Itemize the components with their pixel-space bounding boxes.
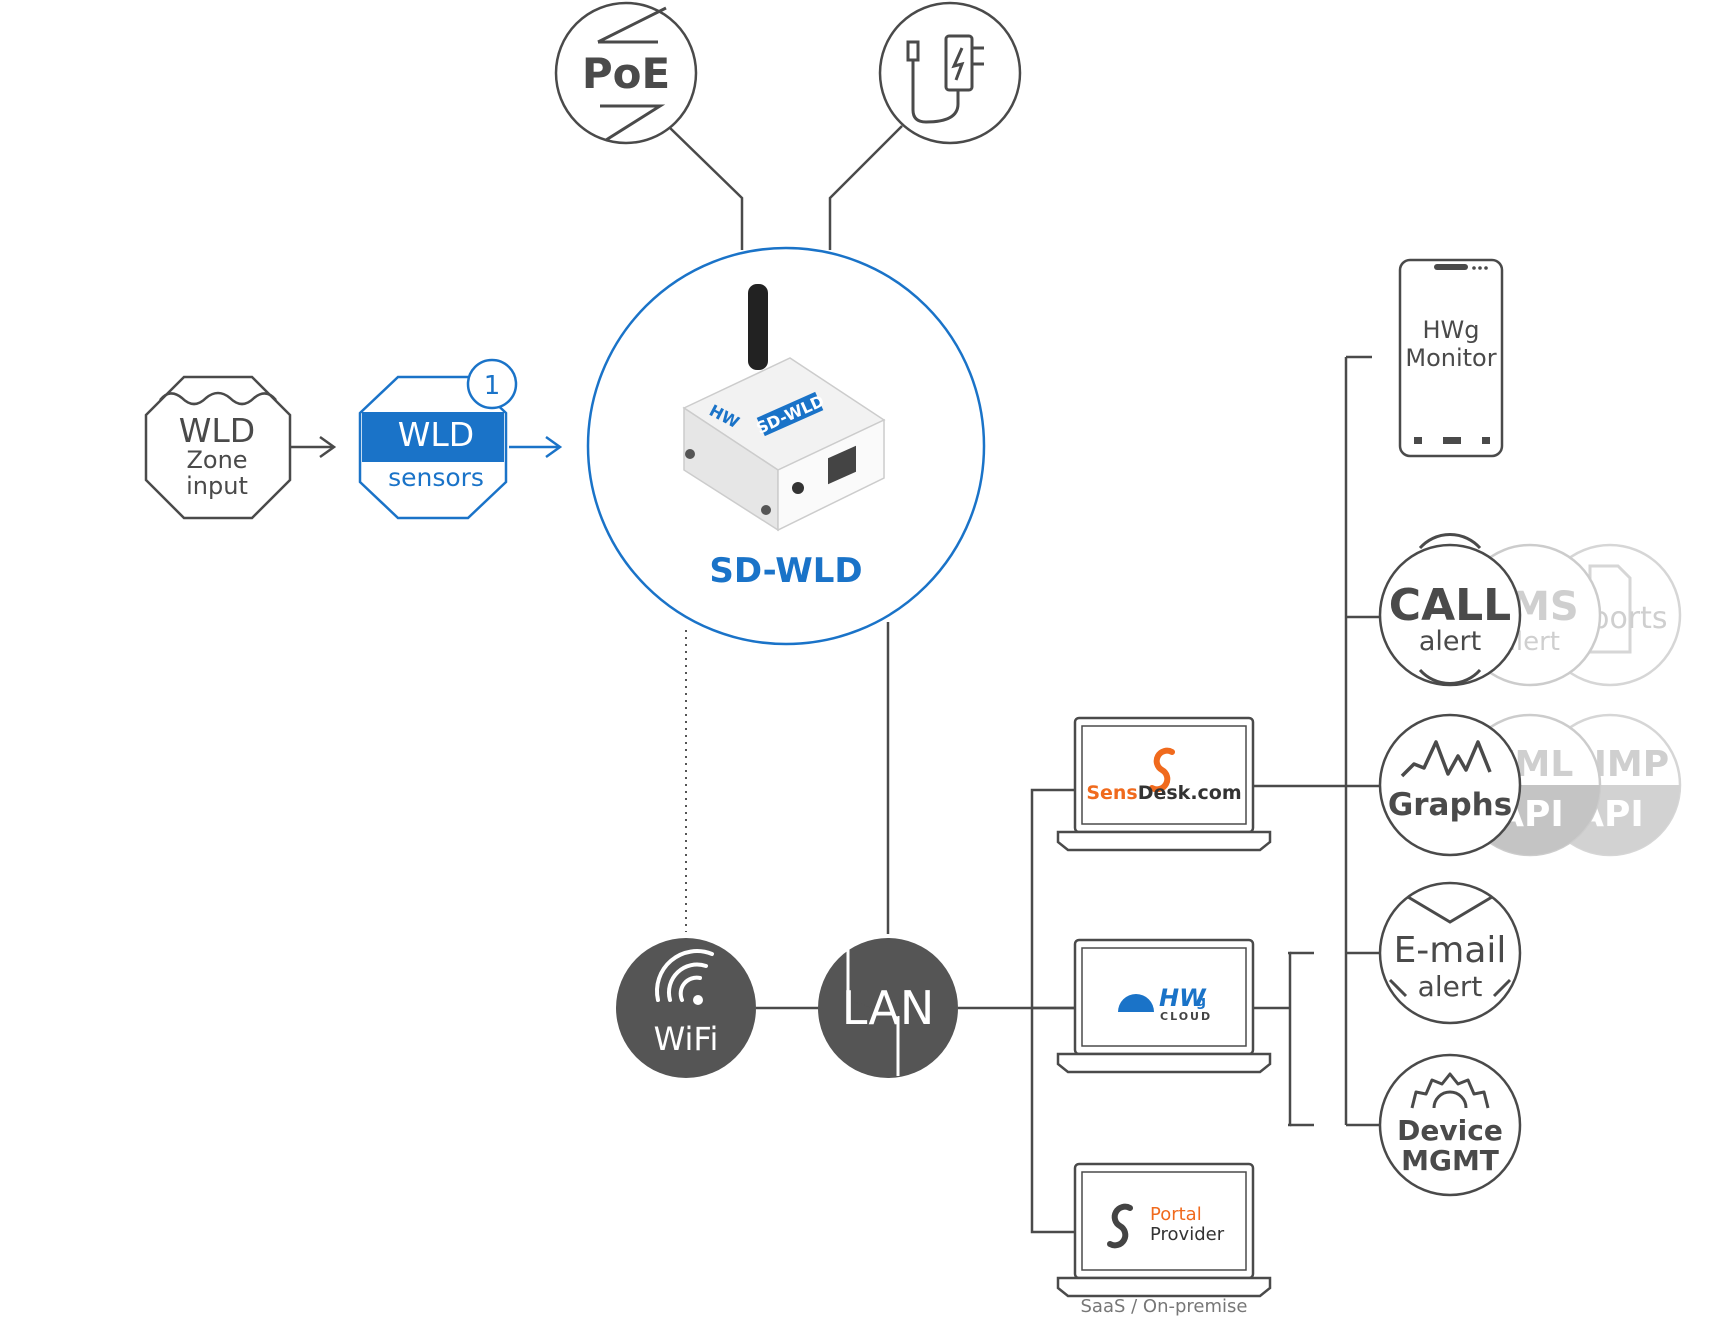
- mgmt-line2: MGMT: [1401, 1144, 1499, 1177]
- lightning-bottom-icon: [600, 104, 666, 142]
- wifi-icon: [655, 949, 714, 1002]
- sensdesk-brand-b: Desk: [1138, 782, 1191, 804]
- platform-bracket: [1030, 788, 1075, 1234]
- power-adapter-node: [878, 1, 1022, 145]
- lan-node: LAN: [818, 938, 958, 1078]
- poe-connector: [667, 125, 744, 250]
- signal-arc-icon: [1418, 533, 1482, 550]
- mgmt-line1: Device: [1397, 1114, 1503, 1147]
- cloud-logo-icon: [1118, 994, 1154, 1012]
- sd-wld-device-node: HW SD-WLD SD-WLD: [586, 246, 986, 646]
- water-wave-icon: [159, 391, 277, 406]
- power-adapter-icon: [906, 34, 984, 124]
- arrow-head-icon: [545, 435, 563, 459]
- sensor-count-badge: [466, 358, 518, 410]
- email-alert-node[interactable]: E-mail alert: [1378, 881, 1522, 1025]
- device-image: HW SD-WLD: [682, 284, 886, 532]
- ethernet-port-icon: [828, 445, 856, 485]
- call-alert-node[interactable]: CALL alert: [1378, 533, 1522, 687]
- portal-provider-laptop[interactable]: Portal Provider: [1056, 1162, 1272, 1298]
- sensdesk-brand-a: Sens: [1086, 782, 1137, 804]
- email-line2: alert: [1418, 970, 1483, 1003]
- call-line2: alert: [1419, 626, 1481, 657]
- wld-zone-line3: input: [186, 472, 248, 500]
- platform-caption: SaaS / On-premise: [1081, 1296, 1248, 1316]
- cloud-word: CLOUD: [1160, 1010, 1212, 1023]
- wld-sensors-subtitle: sensors: [388, 463, 484, 492]
- wld-zone-title: WLD: [179, 411, 255, 450]
- device-mgmt-node[interactable]: Device MGMT: [1378, 1053, 1522, 1197]
- hwg-cloud-laptop[interactable]: HW g CLOUD: [1056, 938, 1272, 1074]
- lan-label: LAN: [842, 981, 935, 1035]
- antenna-icon: [748, 284, 768, 370]
- device-label: SD-WLD: [709, 551, 862, 591]
- flow-arrows: [290, 435, 563, 459]
- lightning-top-icon: [597, 6, 667, 44]
- cloud-bracket: [1288, 951, 1292, 1127]
- portal-logo-icon: [1107, 1203, 1133, 1249]
- signal-arc-bottom-icon: [1418, 668, 1482, 685]
- gear-icon: [1410, 1072, 1490, 1109]
- hwg-monitor-phone[interactable]: HWg Monitor: [1398, 258, 1504, 458]
- portal-line1: Portal: [1150, 1204, 1202, 1225]
- sensor-count: 1: [484, 371, 501, 401]
- portal-line2: Provider: [1150, 1224, 1225, 1245]
- call-line1: CALL: [1389, 580, 1511, 631]
- wld-sensors-title: WLD: [398, 415, 474, 454]
- sensdesk-logo-icon: [1149, 747, 1175, 793]
- email-line1: E-mail: [1394, 930, 1507, 971]
- poe-node: PoE: [554, 1, 698, 145]
- wld-zone-line2: Zone: [186, 446, 247, 474]
- arrow-head-icon: [319, 435, 337, 459]
- wld-sensors-node: WLD sensors 1: [358, 358, 518, 520]
- monitor-line2: Monitor: [1405, 344, 1496, 372]
- graph-line-icon: [1400, 740, 1492, 778]
- cloud-brand: HW: [1159, 984, 1207, 1012]
- envelope-icon: [1407, 895, 1493, 924]
- cloud-brand-sub: g: [1196, 994, 1206, 1010]
- poe-label: PoE: [582, 49, 670, 98]
- wifi-node: WiFi: [616, 938, 756, 1078]
- power-adapter-connector: [828, 125, 903, 250]
- svg-text:SensDesk.com: SensDesk.com: [1086, 782, 1241, 804]
- connector-lines: [667, 125, 1380, 1234]
- wld-zone-node: WLD Zone input: [144, 375, 292, 520]
- monitor-line1: HWg: [1422, 316, 1479, 344]
- sensdesk-brand-c: .com: [1190, 782, 1241, 804]
- sensdesk-laptop[interactable]: SensDesk.com: [1056, 716, 1272, 852]
- graphs-label: Graphs: [1388, 787, 1512, 823]
- graphs-node[interactable]: Graphs: [1378, 713, 1522, 857]
- wifi-label: WiFi: [654, 1020, 719, 1058]
